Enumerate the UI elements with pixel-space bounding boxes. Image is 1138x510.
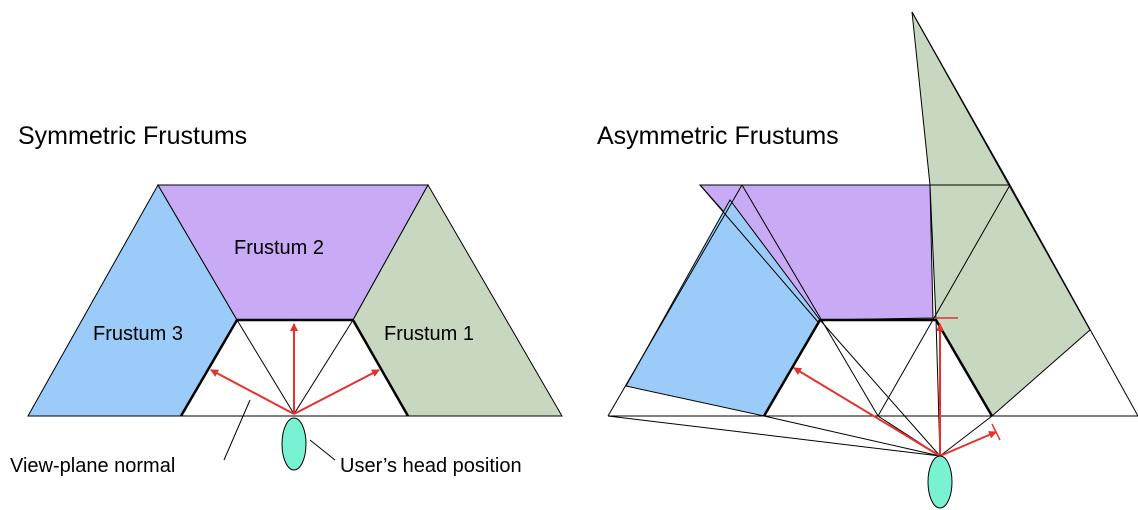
normal-callout-leader <box>223 399 251 461</box>
asym-frame-line <box>911 11 1011 186</box>
asym-user-head-ellipse <box>927 455 953 509</box>
head-callout-leader <box>309 439 336 461</box>
construction-line <box>819 319 941 457</box>
asym-normal-arrow <box>939 431 997 457</box>
view-plane-normal-callout: View-plane normal <box>10 455 175 477</box>
frustum-edge-line <box>236 319 295 415</box>
frustum-edge-line <box>293 319 354 415</box>
symmetric-title: Symmetric Frustums <box>18 122 247 150</box>
viewport-outline <box>179 318 410 417</box>
asym-normal-arrow <box>793 367 941 457</box>
view-plane-normal-arrow <box>210 369 295 415</box>
asymmetric-frustum-1-region <box>911 11 1091 417</box>
frustum-1-label: Frustum 1 <box>384 323 474 345</box>
head-position-callout: User’s head position <box>340 455 522 477</box>
construction-line <box>741 184 879 417</box>
construction-line <box>939 415 993 457</box>
symmetric-panel: Symmetric Frustums Frustum 2 Frustum 3 F… <box>10 122 563 477</box>
construction-line <box>699 184 819 323</box>
user-head-ellipse <box>281 417 307 471</box>
construction-line <box>763 415 941 457</box>
frustum-2-label: Frustum 2 <box>234 237 324 259</box>
asymmetric-panel: Asymmetric Frustums <box>597 11 1138 509</box>
construction-line <box>607 415 941 457</box>
frustum-3-label: Frustum 3 <box>93 323 183 345</box>
outer-triangle-outline <box>607 184 1138 417</box>
view-plane-normal-arrow <box>293 369 380 415</box>
asymmetric-viewport-outline <box>762 318 994 417</box>
asymmetric-title: Asymmetric Frustums <box>597 122 839 150</box>
asym-tick-mark <box>991 423 1001 441</box>
construction-line <box>877 184 1011 417</box>
